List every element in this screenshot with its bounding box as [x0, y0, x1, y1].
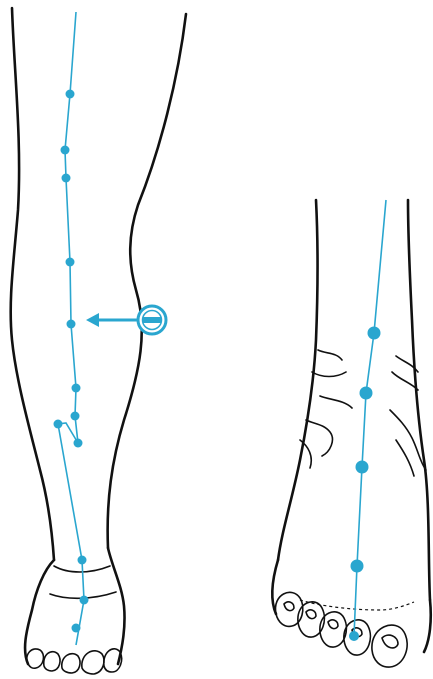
leg-point-11: [80, 596, 89, 605]
foot-point-4: [351, 560, 364, 573]
leg-point-5: [67, 320, 76, 329]
leg-outline-right: [108, 14, 186, 548]
foot-side-right: [424, 600, 431, 652]
leg-point-2: [61, 146, 70, 155]
foot-toes: [275, 592, 414, 667]
leg-meridian-points: [54, 90, 89, 633]
foot-outline-right: [408, 200, 430, 600]
leg-point-7: [71, 412, 80, 421]
leg-ankle-outline: [25, 560, 54, 664]
leg-point-12: [72, 624, 81, 633]
foot-point-3: [356, 461, 369, 474]
leg-point-4: [66, 258, 75, 267]
arrow-head-icon: [86, 313, 99, 327]
foot-outline-left: [278, 200, 318, 560]
leg-toes: [27, 649, 122, 674]
foot-point-1: [368, 327, 381, 340]
leg-point-8: [54, 420, 63, 429]
foot-top-view: [272, 200, 430, 667]
leg-point-6: [72, 384, 81, 393]
leg-point-1: [66, 90, 75, 99]
foot-meridian-points: [349, 327, 381, 642]
leg-point-3: [62, 174, 71, 183]
foot-point-2: [360, 387, 373, 400]
leg-point-10: [78, 556, 87, 565]
leg-outline-left: [11, 8, 54, 560]
leg-point-9: [74, 439, 83, 448]
minus-circle-icon: [86, 306, 166, 334]
foot-point-5: [349, 631, 359, 641]
leg-front-view: [11, 8, 186, 674]
